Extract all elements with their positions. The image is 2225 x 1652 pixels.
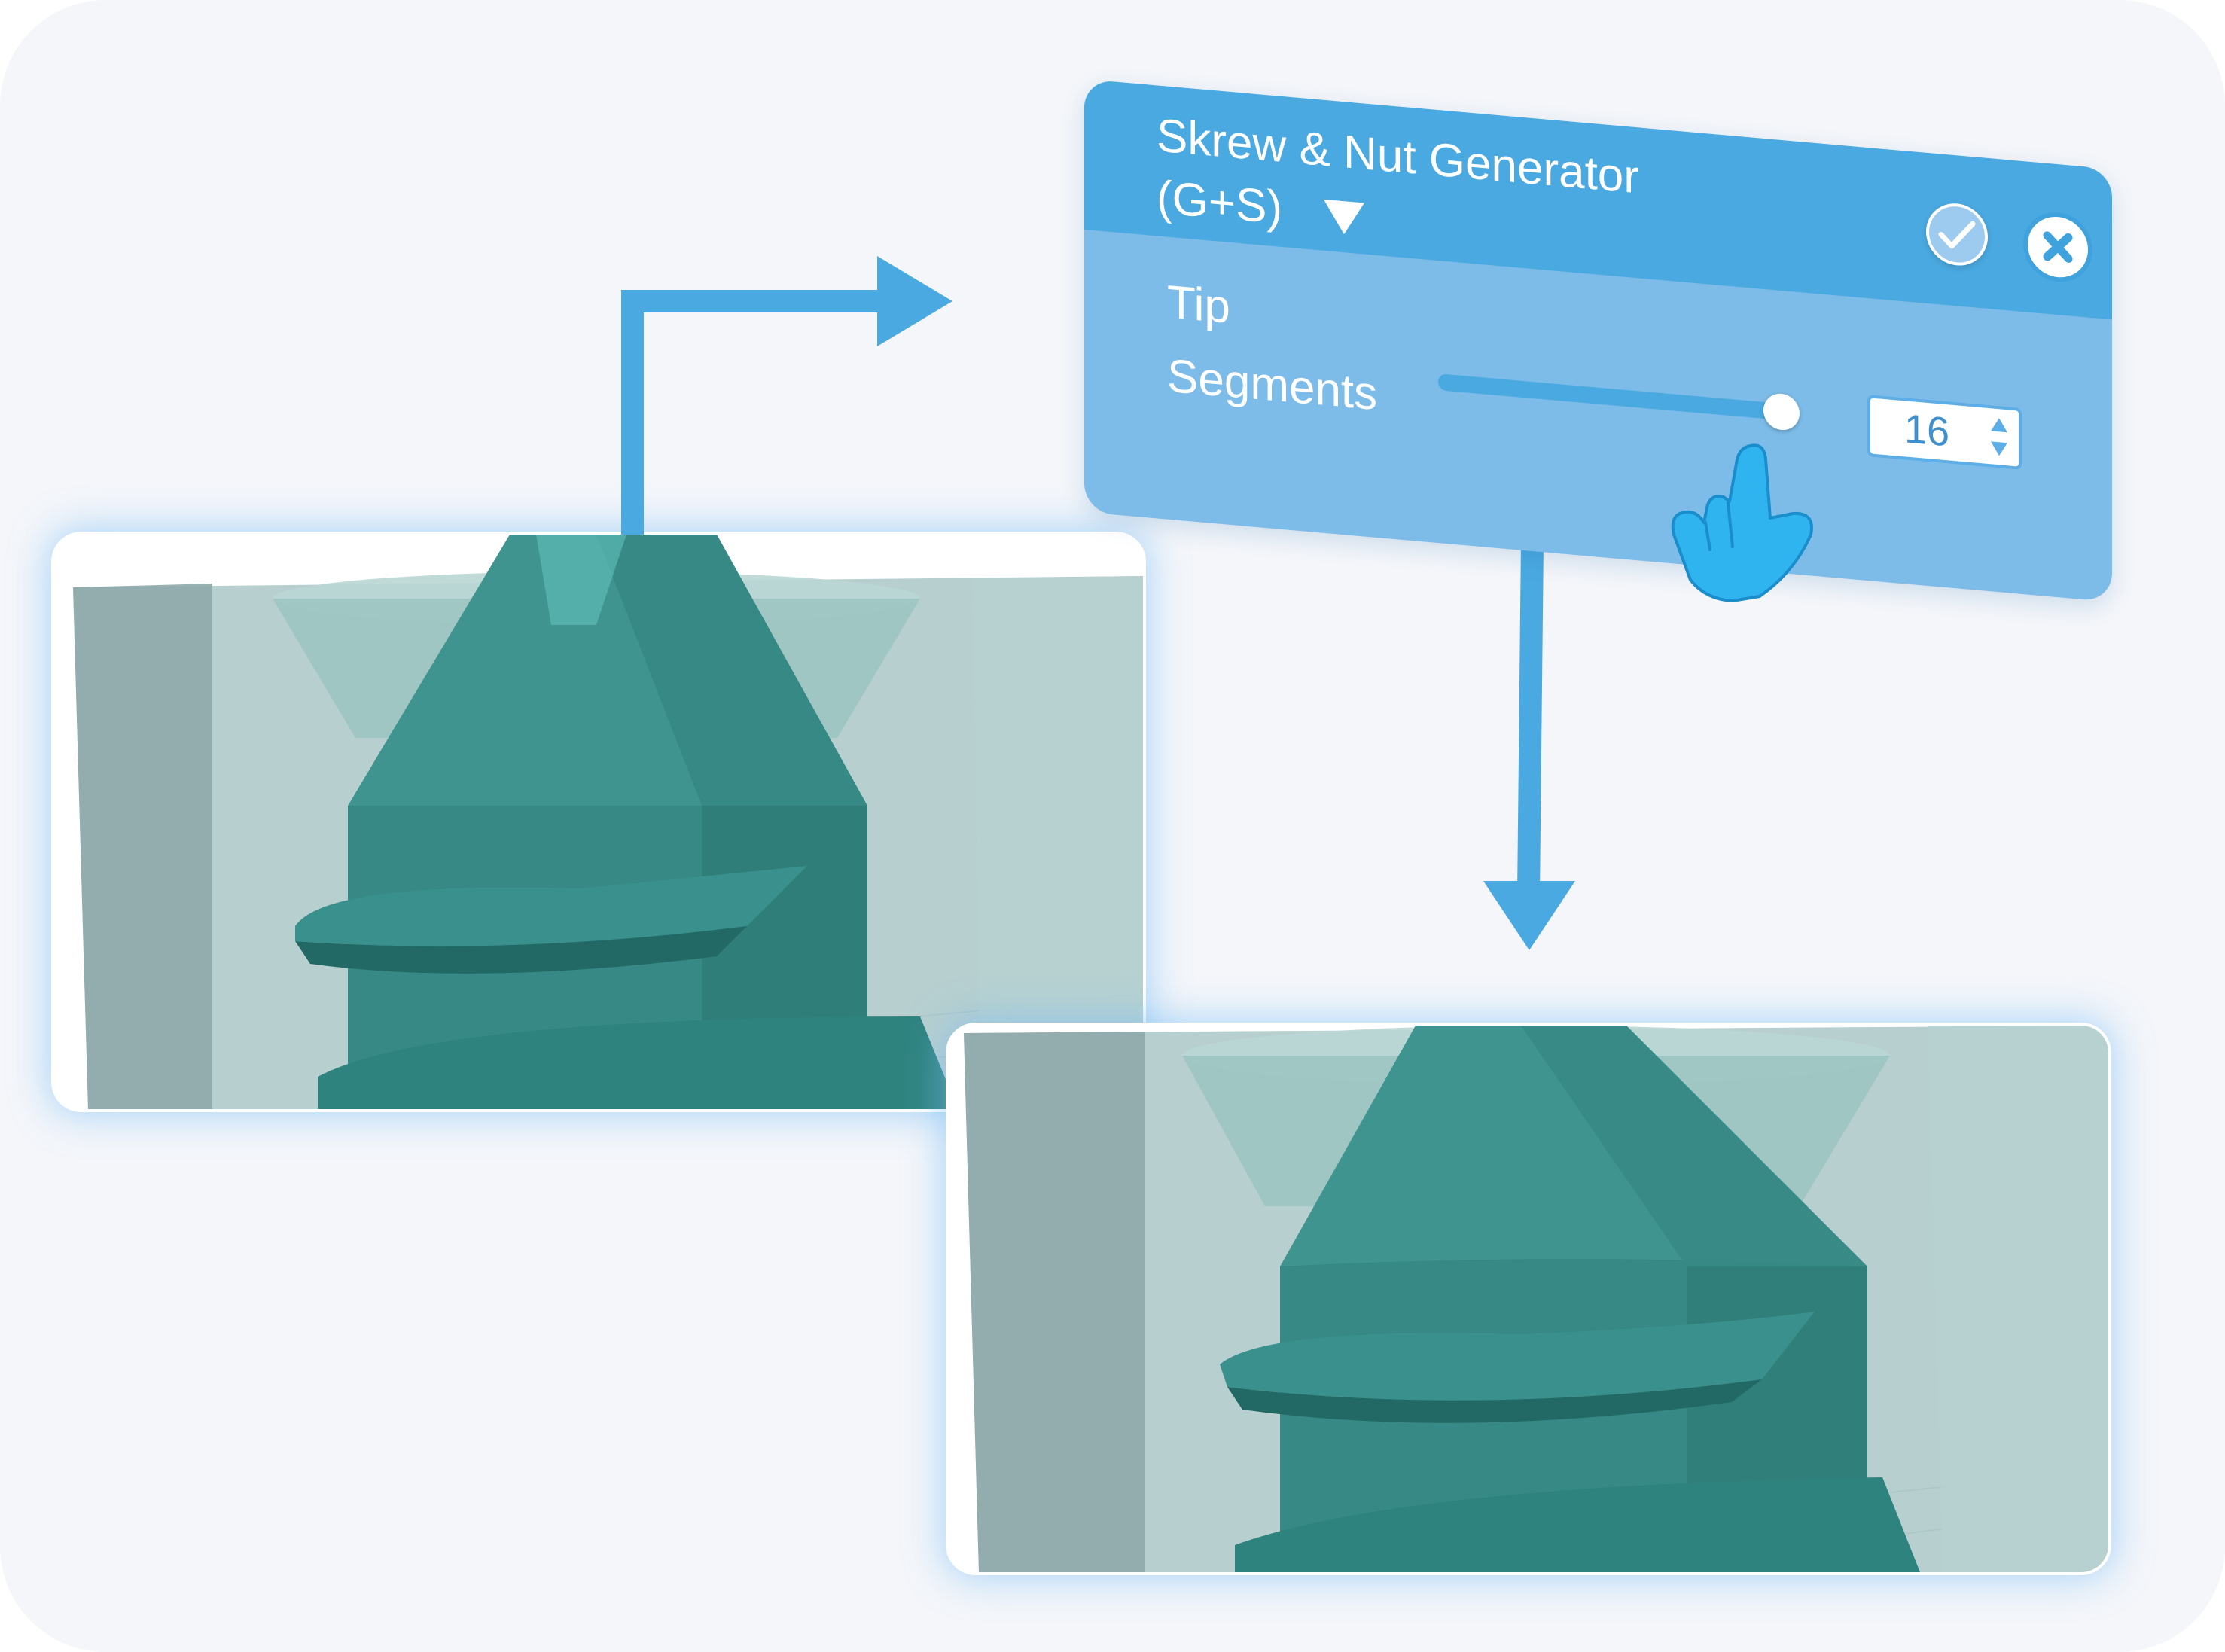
panel-header: Skrew & Nut Generator (G+S) <box>1084 79 2112 320</box>
stepper-down-icon[interactable] <box>1991 441 2007 457</box>
thread-ridge <box>295 866 807 946</box>
viewport-before[interactable] <box>54 535 1143 1109</box>
check-icon <box>1938 221 1976 249</box>
stepper-up-icon[interactable] <box>1991 417 2007 433</box>
tip-segments-value[interactable]: 16 <box>1903 406 1950 456</box>
viewport-after[interactable] <box>949 1026 2108 1572</box>
model-render-before <box>54 535 1143 1109</box>
panel-body: Skrew & Nut Generator (G+S) Ti <box>1084 79 2112 602</box>
hand-pointer-icon <box>1671 443 1813 602</box>
tip-segments-stepper[interactable]: 16 <box>1867 394 2022 470</box>
close-button[interactable] <box>2023 209 2092 285</box>
model-render-after <box>949 1026 2108 1572</box>
tip-segments-slider[interactable] <box>1438 373 1800 432</box>
close-x-icon <box>2043 231 2073 263</box>
confirm-button[interactable] <box>1926 200 1988 268</box>
generator-panel: Skrew & Nut Generator (G+S) Ti <box>1084 79 2112 602</box>
slider-thumb[interactable] <box>1763 392 1800 432</box>
tip-segments-label: Tip Segments <box>1167 266 1377 431</box>
thread-ridge <box>1220 1312 1815 1401</box>
panel-title: Skrew & Nut Generator (G+S) <box>1157 105 1639 270</box>
triangle-down-icon[interactable] <box>1324 199 1364 236</box>
